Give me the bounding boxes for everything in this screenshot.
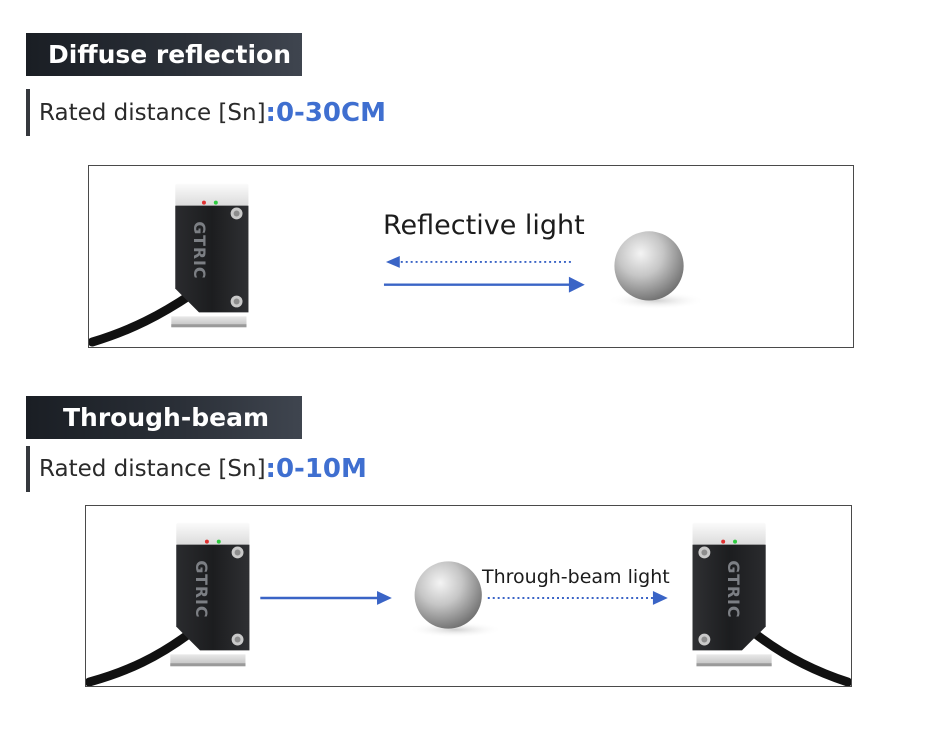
dotted-arrow-left-icon — [385, 256, 571, 268]
section-title: Diffuse reflection — [26, 33, 302, 76]
rated-distance-separator: : — [265, 97, 276, 128]
rated-distance-label: Rated distance [Sn] — [39, 99, 266, 126]
diffuse-reflection-section: Diffuse reflection Rated distance [Sn]:0… — [0, 33, 940, 353]
reflective-light-label: Reflective light — [383, 210, 585, 241]
brand-text: GTRIC — [724, 560, 743, 618]
target-ball-icon — [606, 231, 706, 310]
rated-distance-value: 0-10M — [275, 454, 367, 484]
rated-distance-value: 0-30CM — [275, 97, 386, 128]
sensor-cable-icon — [89, 290, 196, 347]
through-beam-diagram-art: GTRIC — [86, 522, 851, 686]
section-title-text: Through-beam — [63, 403, 269, 432]
diffuse-diagram: GTRIC Reflective light — [88, 165, 854, 348]
through-beam-section: Through-beam Rated distance [Sn]:0-10M — [0, 396, 940, 696]
dotted-arrow-right-icon — [487, 591, 668, 605]
through-beam-diagram: GTRIC — [85, 505, 852, 687]
emitter-cable-icon — [86, 630, 193, 686]
section-title-text: Diffuse reflection — [48, 40, 291, 69]
rated-distance-label: Rated distance [Sn] — [39, 456, 266, 482]
rated-distance-line: Rated distance [Sn]:0-30CM — [26, 89, 626, 136]
section-title: Through-beam — [26, 396, 302, 439]
arrow-right-icon — [383, 276, 585, 293]
emitter-sensor-icon: GTRIC — [170, 522, 250, 667]
rated-distance-line: Rated distance [Sn]:0-10M — [26, 446, 626, 492]
through-beam-light-label: Through-beam light — [482, 566, 670, 588]
rated-distance-separator: : — [265, 454, 276, 484]
receiver-cable-icon — [749, 628, 851, 686]
brand-text: GTRIC — [192, 560, 211, 618]
diffuse-diagram-art: GTRIC — [89, 183, 706, 347]
receiver-sensor-icon — [692, 522, 772, 667]
sensor-icon: GTRIC — [171, 183, 249, 328]
arrow-right-icon — [260, 591, 392, 605]
brand-text: GTRIC — [190, 221, 209, 279]
target-ball-icon — [407, 561, 503, 638]
